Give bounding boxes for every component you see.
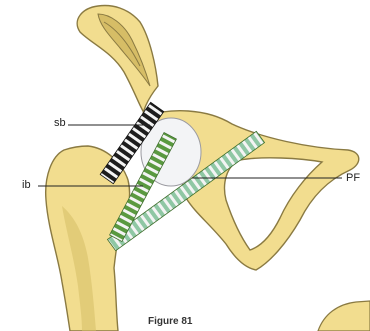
partial-bone-bottom bbox=[318, 301, 370, 331]
label-pf: PF bbox=[346, 172, 360, 184]
label-ib: ib bbox=[22, 179, 31, 191]
label-sb: sb bbox=[54, 117, 66, 129]
figure-caption: Figure 81 bbox=[148, 316, 192, 327]
